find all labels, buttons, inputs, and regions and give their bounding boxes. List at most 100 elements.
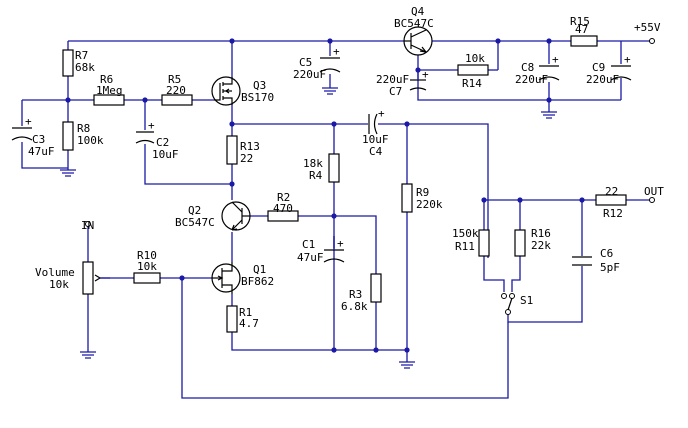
supply-terminal bbox=[649, 38, 655, 44]
capacitor-c4: + bbox=[368, 107, 385, 135]
resistor-r8 bbox=[62, 121, 74, 151]
switch-s1 bbox=[501, 293, 515, 315]
capacitor-c2: + bbox=[135, 119, 155, 144]
ground-symbol bbox=[80, 351, 96, 359]
label-c8-ref: C8 bbox=[521, 61, 534, 74]
label-r2-ref: R2 bbox=[277, 191, 290, 204]
transistor-q3 bbox=[211, 76, 241, 106]
label-c7-value: 220uF bbox=[376, 73, 409, 86]
label-c1-value: 47uF bbox=[297, 251, 324, 264]
label-q1-type: BF862 bbox=[241, 275, 274, 288]
output-terminal bbox=[649, 197, 655, 203]
svg-text:+: + bbox=[624, 53, 631, 66]
capacitor-c7: + bbox=[409, 68, 429, 91]
label-c9-value: 220uF bbox=[586, 73, 619, 86]
label-r7-ref: R7 bbox=[75, 49, 88, 62]
capacitor-c8: + bbox=[538, 53, 560, 81]
junctions bbox=[65, 38, 585, 353]
label-r3-value: 6.8k bbox=[341, 300, 368, 313]
resistor-r1 bbox=[226, 305, 238, 333]
svg-text:+: + bbox=[148, 119, 155, 132]
capacitor-c1: + bbox=[323, 236, 345, 263]
label-r14-value: 10k bbox=[465, 52, 485, 65]
volume-potentiometer bbox=[82, 261, 110, 295]
label-c7-ref: C7 bbox=[389, 85, 402, 98]
label-c4-ref: C4 bbox=[369, 145, 383, 158]
svg-text:+: + bbox=[333, 45, 340, 58]
capacitor-c6 bbox=[572, 256, 592, 266]
label-q2-type: BC547C bbox=[175, 216, 215, 229]
input-terminal bbox=[85, 221, 91, 227]
label-s1-ref: S1 bbox=[520, 294, 533, 307]
label-c5-value: 220uF bbox=[293, 68, 326, 81]
ground-symbol bbox=[322, 87, 338, 95]
label-output: OUT bbox=[644, 185, 664, 198]
label-c6-value: 5pF bbox=[600, 261, 620, 274]
label-q2-ref: Q2 bbox=[188, 204, 201, 217]
label-r11-ref: R11 bbox=[455, 240, 475, 253]
label-q1-ref: Q1 bbox=[253, 263, 266, 276]
resistor-r14 bbox=[457, 64, 489, 76]
label-r4-value: 18k bbox=[303, 157, 323, 170]
resistor-r6 bbox=[93, 94, 125, 106]
ground-symbol bbox=[399, 361, 415, 369]
svg-text:+: + bbox=[378, 107, 385, 120]
resistor-r11 bbox=[478, 229, 490, 257]
label-r10-value: 10k bbox=[137, 260, 157, 273]
wires bbox=[21, 40, 650, 399]
capacitor-c5: + bbox=[319, 45, 341, 73]
resistor-r15 bbox=[570, 35, 598, 47]
label-r1-value: 4.7 bbox=[239, 317, 259, 330]
label-q3-ref: Q3 bbox=[253, 79, 266, 92]
label-q4-type: BC547C bbox=[394, 17, 434, 30]
label-q3-type: BS170 bbox=[241, 91, 274, 104]
svg-text:+: + bbox=[552, 53, 559, 66]
label-c2-value: 10uF bbox=[152, 148, 179, 161]
capacitor-c9: + bbox=[610, 53, 632, 81]
resistor-r4 bbox=[328, 153, 340, 183]
label-q4-ref: Q4 bbox=[411, 5, 425, 18]
label-r5-ref: R5 bbox=[168, 73, 181, 86]
label-r13-value: 22 bbox=[240, 152, 253, 165]
label-c9-ref: C9 bbox=[592, 61, 605, 74]
svg-text:+: + bbox=[25, 115, 32, 128]
component-labels: R7 68k R6 1Meg R5 220 Q3 BS170 C3 47uF R… bbox=[28, 5, 664, 330]
label-r16-value: 22k bbox=[531, 239, 551, 252]
svg-text:+: + bbox=[337, 237, 344, 250]
ground-symbol bbox=[60, 169, 76, 177]
label-c8-value: 220uF bbox=[515, 73, 548, 86]
label-c3-value: 47uF bbox=[28, 145, 55, 158]
resistor-r16 bbox=[514, 229, 526, 257]
label-r15-value: 47 bbox=[575, 23, 588, 36]
resistor-r12 bbox=[595, 194, 627, 206]
label-r9-value: 220k bbox=[416, 198, 443, 211]
label-r6-ref: R6 bbox=[100, 73, 113, 86]
label-r12-ref: R12 bbox=[603, 207, 623, 220]
label-r8-value: 100k bbox=[77, 134, 104, 147]
label-r7-value: 68k bbox=[75, 61, 95, 74]
label-c2-ref: C2 bbox=[156, 136, 169, 149]
label-r11-value: 150k bbox=[452, 227, 479, 240]
label-c3-ref: C3 bbox=[32, 133, 45, 146]
label-c5-ref: C5 bbox=[299, 56, 312, 69]
resistor-r5 bbox=[161, 94, 193, 106]
resistor-r3 bbox=[370, 273, 382, 303]
label-r1-ref: R1 bbox=[239, 306, 252, 319]
label-r6-value: 1Meg bbox=[96, 84, 123, 97]
capacitor-c3: + bbox=[11, 115, 33, 141]
label-c1-ref: C1 bbox=[302, 238, 315, 251]
label-r9-ref: R9 bbox=[416, 186, 429, 199]
label-c6-ref: C6 bbox=[600, 247, 613, 260]
label-r15-ref: R15 bbox=[570, 15, 590, 28]
transistor-q2 bbox=[221, 201, 251, 231]
resistor-r9 bbox=[401, 183, 413, 213]
resistor-r7 bbox=[62, 49, 74, 77]
label-r10-ref: R10 bbox=[137, 249, 157, 262]
ground-symbol bbox=[541, 111, 557, 119]
resistor-r10 bbox=[133, 272, 161, 284]
label-r2-value: 470 bbox=[273, 202, 293, 215]
label-input: IN bbox=[81, 219, 94, 232]
label-r8-ref: R8 bbox=[77, 122, 90, 135]
